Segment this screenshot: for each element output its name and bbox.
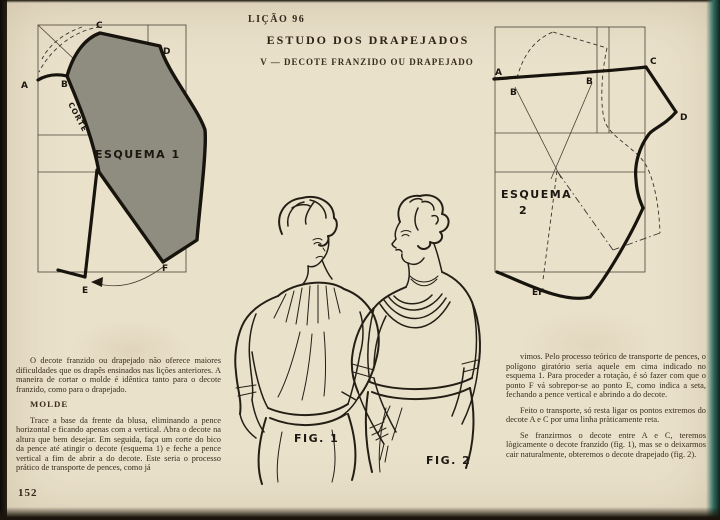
fig-2-label: FIG. 2 xyxy=(426,454,471,467)
esquema-1-rotated-piece xyxy=(65,31,208,264)
svg-text:B: B xyxy=(61,80,68,90)
esquema-1-diagram: A B C D E F CORTE ESQUEMA 1 xyxy=(21,21,208,296)
left-text-column: O decote franzido ou drapejado não ofere… xyxy=(16,356,221,479)
svg-text:E: E xyxy=(82,286,88,296)
left-paragraph-2: Trace a base da frente da blusa, elimina… xyxy=(16,415,221,473)
svg-text:B: B xyxy=(510,88,517,98)
svg-text:B: B xyxy=(586,77,593,87)
figure-2-draped-neckline-woman xyxy=(350,194,481,473)
svg-text:C: C xyxy=(96,21,103,31)
esquema-1-caption: ESQUEMA 1 xyxy=(95,148,181,161)
left-paragraph-1: O decote franzido ou drapejado não ofere… xyxy=(16,356,221,394)
right-paragraph-2: Feito o transporte, só resta ligar os po… xyxy=(506,405,706,425)
page-title: ESTUDO DOS DRAPEJADOS xyxy=(266,33,470,47)
right-paragraph-1: vimos. Pelo processo teórico de transpor… xyxy=(506,352,706,399)
svg-text:A: A xyxy=(21,81,28,91)
fashion-illustrations: FIG. 1 FIG. 2 xyxy=(234,194,481,485)
svg-text:2: 2 xyxy=(519,204,528,217)
esquema-2-diagram: A B B C D EF ESQUEMA 2 xyxy=(492,26,687,300)
esquema-2-caption: ESQUEMA 2 xyxy=(501,188,572,217)
molde-heading: MOLDE xyxy=(30,399,69,409)
lesson-number: LIÇÃO 96 xyxy=(248,14,306,25)
esquema-2-new-piece-outline xyxy=(492,65,678,300)
esquema-2-grid xyxy=(494,26,646,273)
paper-stain xyxy=(70,320,190,380)
svg-text:EF: EF xyxy=(532,288,544,298)
scan-edge-top xyxy=(0,0,720,3)
esquema-2-original-outline xyxy=(516,31,661,281)
page-subtitle: V — DECOTE FRANZIDO OU DRAPEJADO xyxy=(260,57,474,67)
svg-text:D: D xyxy=(680,113,687,123)
scan-edge-left xyxy=(0,0,7,520)
esquema-1-point-labels: A B C D E F xyxy=(21,21,170,296)
svg-text:C: C xyxy=(650,57,657,67)
svg-text:D: D xyxy=(163,47,170,57)
right-paragraph-3: Se franzirmos o decote entre A e C, tere… xyxy=(506,430,706,459)
scan-edge-bottom xyxy=(0,507,720,520)
svg-text:ESQUEMA: ESQUEMA xyxy=(501,188,572,201)
fig-1-label: FIG. 1 xyxy=(294,432,339,445)
page-number: 152 xyxy=(18,487,38,499)
esquema-1-original-neckline xyxy=(38,26,101,73)
figure-1-gathered-neckline-woman xyxy=(234,196,380,485)
svg-text:A: A xyxy=(495,68,502,78)
esquema-1-stationary-outline xyxy=(36,73,99,279)
scan-edge-right xyxy=(706,0,720,520)
right-text-column: vimos. Pelo processo teórico de transpor… xyxy=(506,352,706,465)
paper-stain xyxy=(520,310,660,380)
svg-text:F: F xyxy=(162,264,168,274)
esquema-1-rotation-arrow xyxy=(91,266,164,287)
esquema-2-point-labels: A B B C D EF xyxy=(495,57,687,298)
